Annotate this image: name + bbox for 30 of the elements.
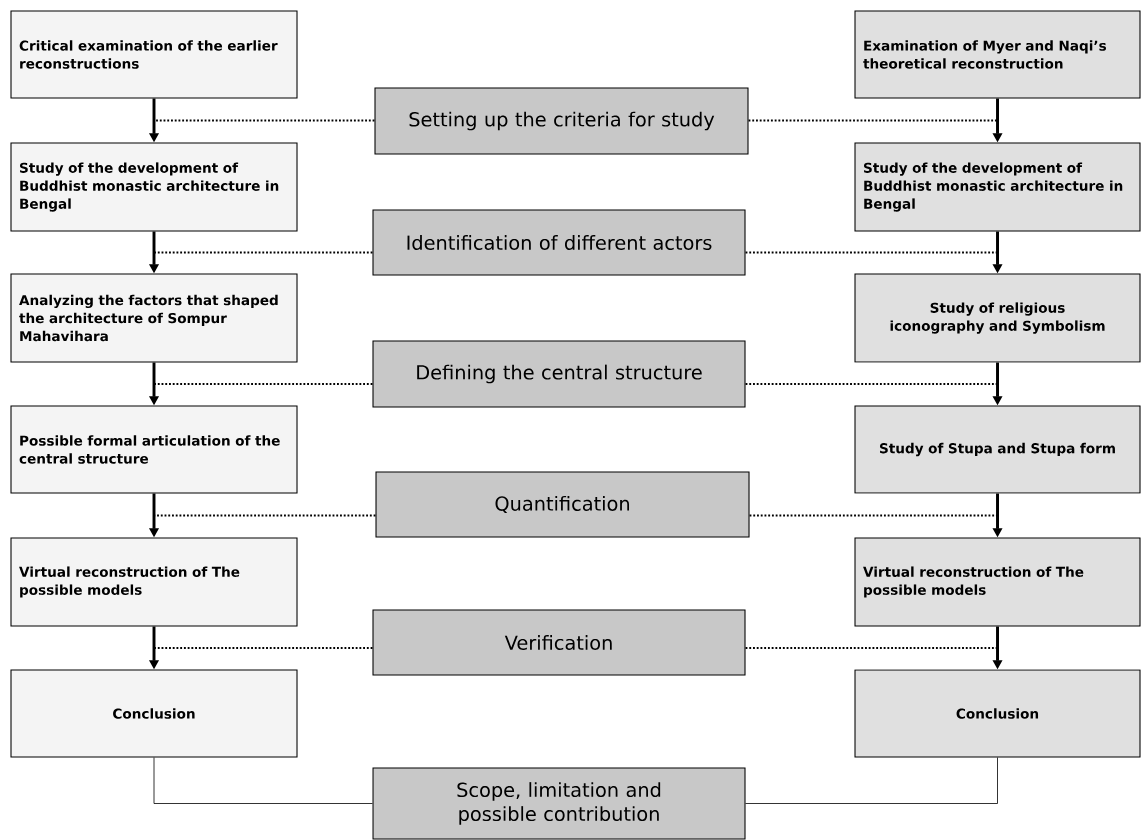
dotted-line [744, 251, 999, 254]
process-box: Study of Stupa and Stupa form [854, 405, 1141, 494]
process-box: Virtual reconstruction of The possible models [854, 537, 1141, 627]
dotted-line [153, 119, 376, 122]
process-box: Conclusion [854, 669, 1141, 758]
process-box: Study of the development of Buddhist monastic architecture in Bengal [854, 142, 1141, 232]
process-box: Examination of Myer and Naqi’s theoretical reconstruction [854, 10, 1141, 99]
step-box: Identification of different actors [372, 209, 746, 276]
dotted-line [153, 383, 374, 385]
step-box: Defining the central structure [372, 340, 746, 408]
step-box: Verification [372, 609, 746, 676]
dotted-line [744, 383, 999, 385]
dotted-line [153, 251, 374, 254]
step-box: Scope, limitation and possible contribution [372, 767, 746, 840]
process-box: Possible formal articulation of the central structure [10, 405, 298, 494]
process-box: Virtual reconstruction of The possible models [10, 537, 298, 627]
process-box: Study of the development of Buddhist monastic architecture in Bengal [10, 142, 298, 232]
dotted-line [153, 647, 374, 649]
process-box: Analyzing the factors that shaped the architecture of Sompur Mahavihara [10, 273, 298, 363]
connector-line [745, 757, 998, 804]
dotted-line [153, 514, 377, 517]
process-box: Critical examination of the earlier reconstructions [10, 10, 298, 99]
process-box: Study of religious iconography and Symbolism [854, 273, 1141, 363]
dotted-line [748, 514, 999, 517]
connector-line [153, 757, 373, 804]
step-box: Quantification [375, 471, 750, 538]
dotted-line [744, 647, 999, 649]
step-box: Setting up the criteria for study [374, 87, 749, 155]
dotted-line [747, 119, 999, 122]
process-box: Conclusion [10, 669, 298, 758]
